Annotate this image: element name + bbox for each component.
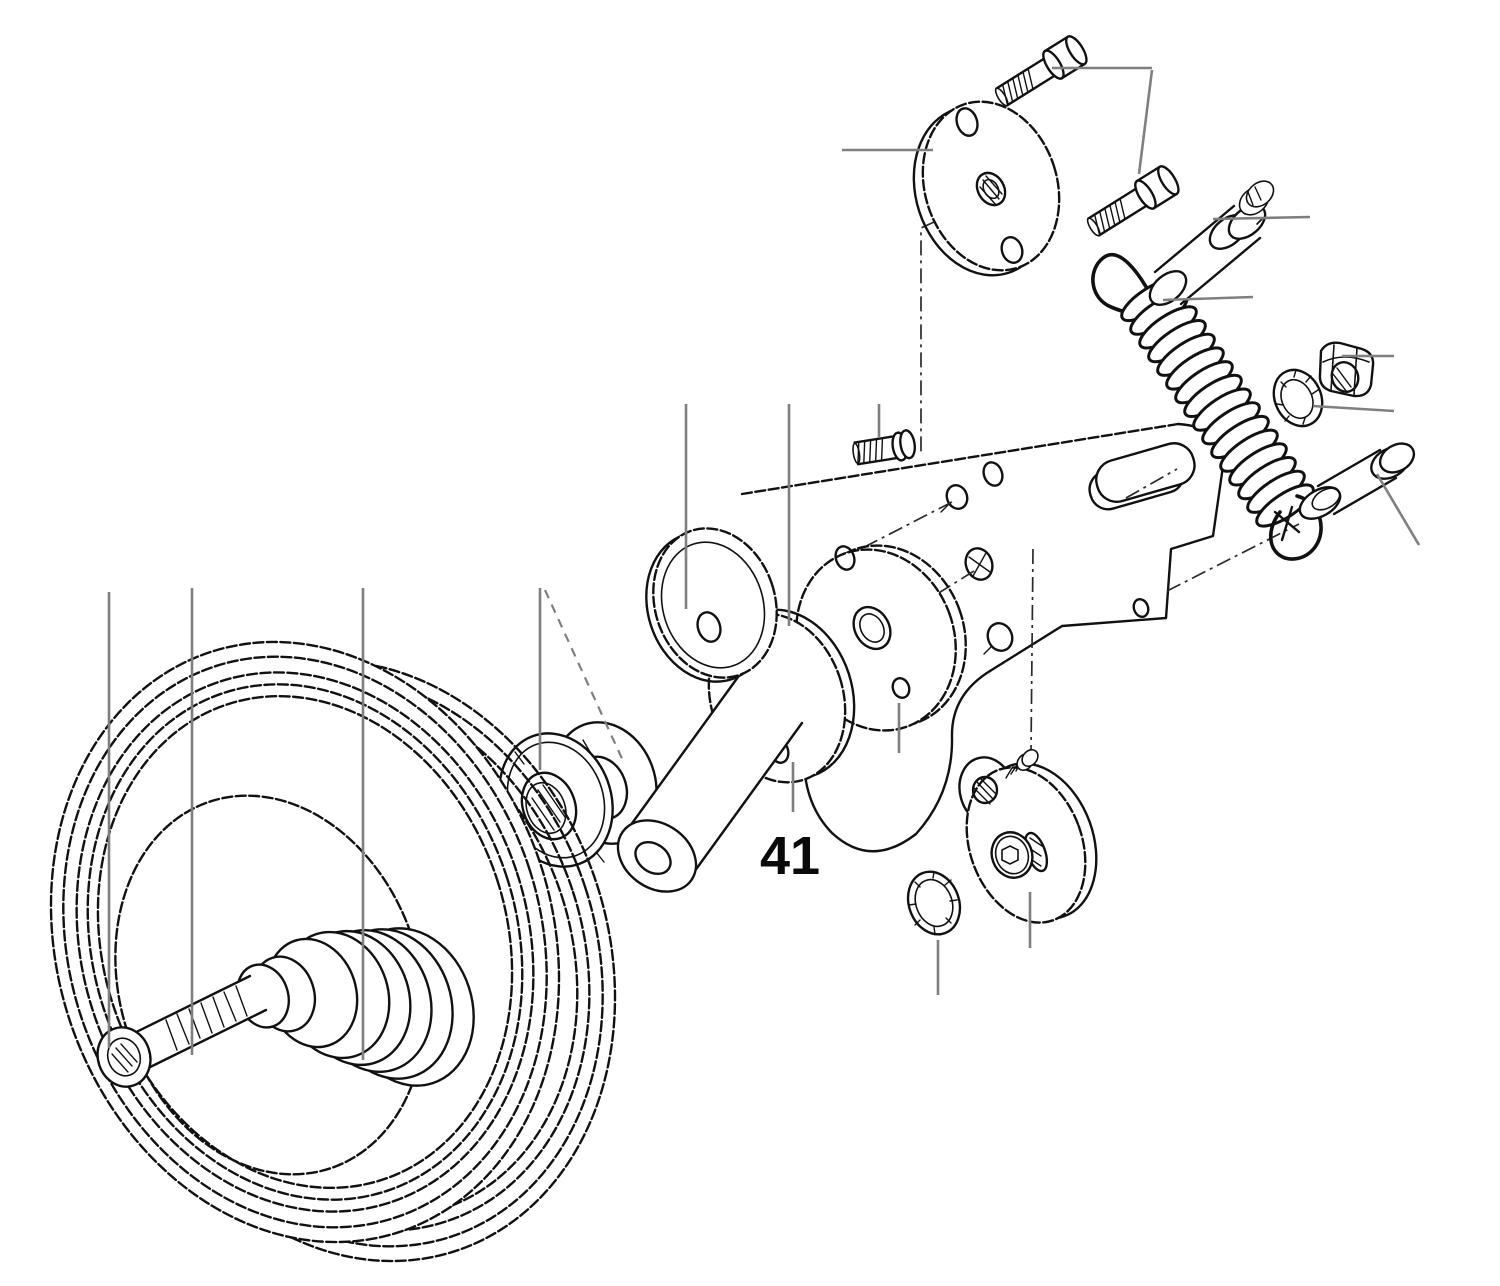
leader-pivot-pin bbox=[1375, 473, 1421, 546]
pivot-pin bbox=[1298, 442, 1416, 520]
leader-spring bbox=[1162, 295, 1254, 302]
spacer-pin bbox=[1148, 180, 1275, 306]
eccentric-tab-hole bbox=[971, 775, 999, 805]
center-lines bbox=[844, 197, 1300, 752]
spacer-pin-screw bbox=[1238, 180, 1275, 225]
leader-lines bbox=[107, 66, 1421, 1060]
eccentric-plate bbox=[958, 748, 1098, 924]
leader-lock-washer bbox=[1312, 404, 1395, 413]
cover-plate bbox=[912, 100, 1061, 277]
bracket-slot bbox=[1088, 442, 1196, 511]
bracket-plate bbox=[740, 422, 1226, 853]
centerline-pivot-pin bbox=[1166, 523, 1300, 592]
part-label: 41 bbox=[760, 826, 820, 886]
lock-washer bbox=[1272, 368, 1324, 428]
centerline-upper-axis bbox=[844, 501, 953, 558]
leader-mounting-bolts bbox=[1052, 66, 1154, 175]
mounting-bolt-lower bbox=[1081, 162, 1184, 244]
centerline-eccentric bbox=[1030, 548, 1034, 752]
mounting-bolt-upper bbox=[989, 32, 1092, 114]
bracket-holes bbox=[940, 461, 1150, 655]
bracket-top-bolt bbox=[852, 429, 917, 466]
bracket-top-edge bbox=[740, 422, 1180, 496]
eccentric-center-bolt bbox=[990, 831, 1049, 879]
flange-shaft-barrel bbox=[616, 675, 804, 893]
leader-spacer-pin bbox=[1212, 215, 1311, 221]
snap-ring bbox=[906, 870, 962, 936]
hex-socket bbox=[1001, 845, 1019, 865]
washer-disc bbox=[645, 527, 778, 683]
hex-nut bbox=[1318, 341, 1375, 398]
eccentric-set-screw bbox=[1005, 748, 1039, 779]
